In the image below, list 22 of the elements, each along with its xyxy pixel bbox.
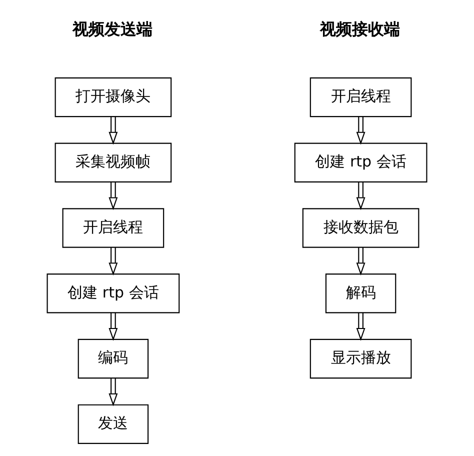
node-box: 创建 rtp 会话 [294, 142, 428, 182]
arrow [356, 247, 366, 276]
arrow [108, 116, 118, 145]
arrow [108, 182, 118, 210]
node-box: 接收数据包 [302, 208, 420, 248]
node-box: 显示播放 [310, 338, 412, 379]
node-box: 创建 rtp 会话 [46, 274, 180, 314]
node-box: 解码 [325, 274, 396, 314]
label: 视频接收端 [320, 20, 400, 39]
arrow [356, 312, 366, 341]
arrow [356, 182, 366, 210]
node-box: 采集视频帧 [54, 142, 172, 182]
node-box: 开启线程 [62, 208, 164, 248]
node-box: 发送 [78, 404, 149, 444]
arrow [356, 116, 366, 145]
node-box: 打开摄像头 [54, 77, 172, 118]
label: 视频发送端 [72, 20, 152, 39]
arrow [108, 378, 118, 406]
node-box: 开启线程 [310, 77, 412, 118]
arrow [108, 312, 118, 341]
arrow [108, 247, 118, 276]
node-box: 编码 [78, 338, 149, 379]
